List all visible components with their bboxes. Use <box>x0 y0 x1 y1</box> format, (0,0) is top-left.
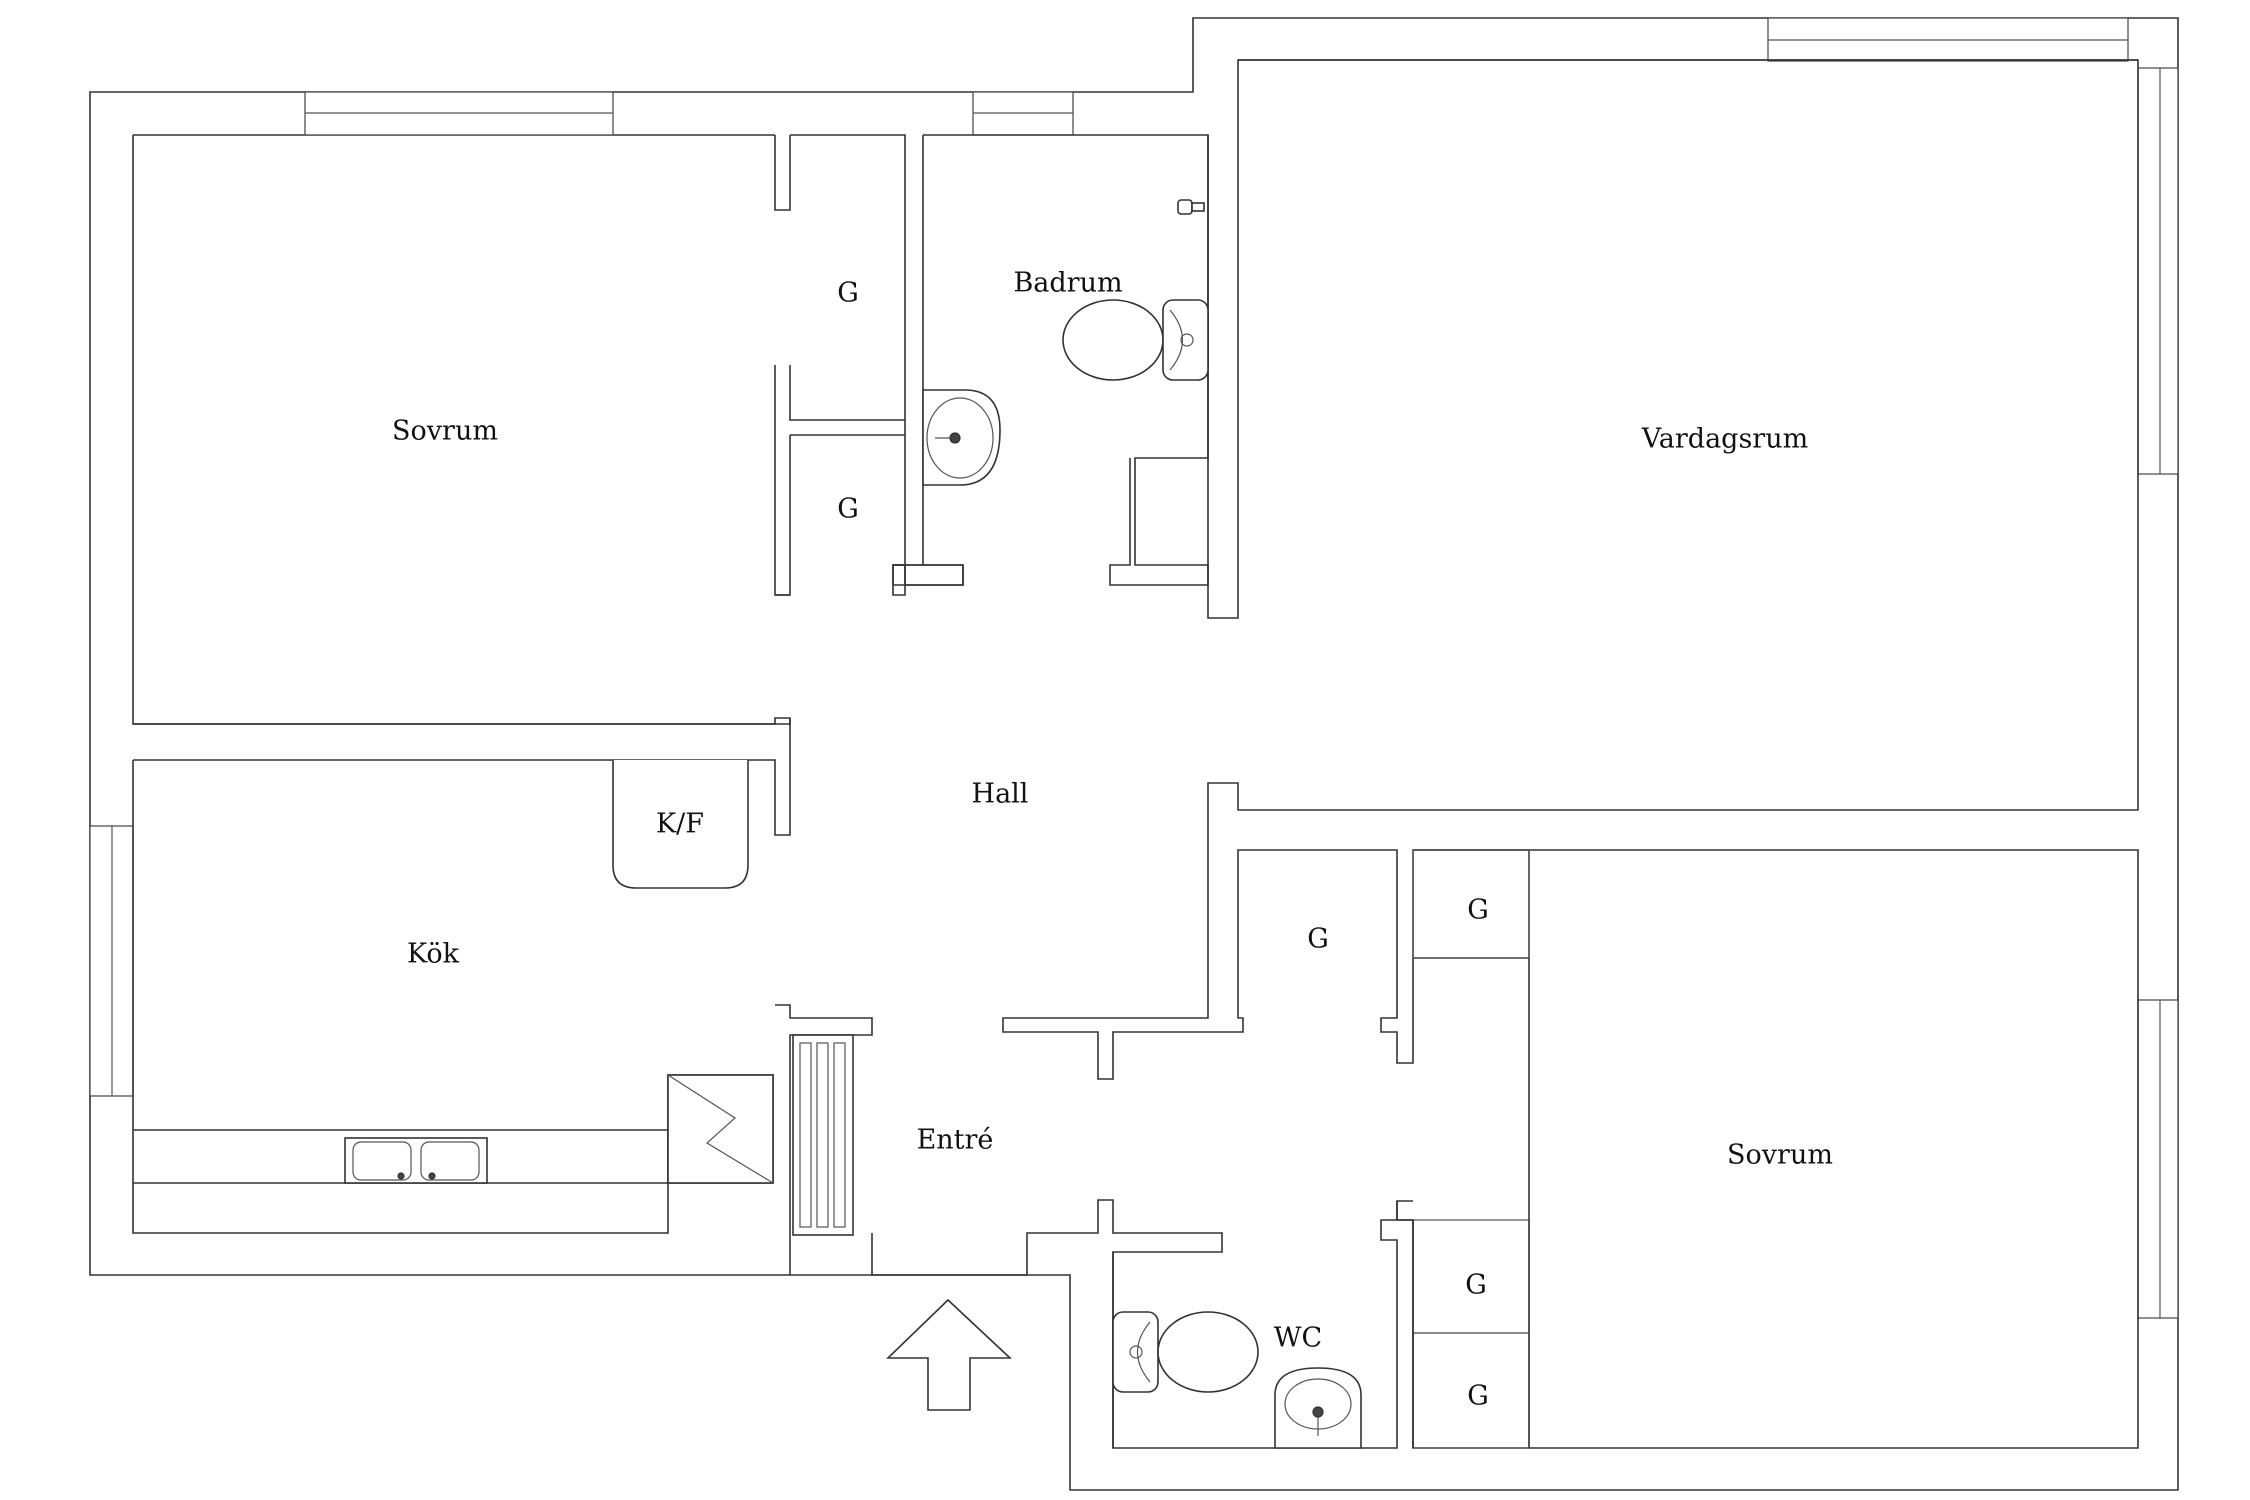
fridge-freezer-cabinet <box>612 760 749 889</box>
living-room-walls <box>1002 59 2139 1080</box>
bathroom-toilet-icon <box>1062 299 1209 381</box>
label-closet-g4: G <box>1467 895 1489 926</box>
label-closet-g3: G <box>1307 924 1329 955</box>
label-closet-g1: G <box>837 278 859 309</box>
label-entrance: Entré <box>917 1125 994 1156</box>
label-kitchen: Kök <box>407 939 460 970</box>
windows <box>89 17 2179 1319</box>
wc-sink-icon <box>1274 1367 1362 1449</box>
bathroom-sink-icon <box>922 389 1001 486</box>
bedroom-top-walls <box>133 135 791 836</box>
label-hall: Hall <box>972 779 1029 810</box>
label-bathroom: Badrum <box>1013 268 1122 299</box>
shower-fixture-icon <box>1177 199 1205 215</box>
label-closet-g5: G <box>1465 1270 1487 1301</box>
label-bedroom-bottom: Sovrum <box>1727 1140 1833 1171</box>
entrance-arrow-icon <box>886 1298 1013 1411</box>
closet-walls-top <box>774 134 964 596</box>
label-bedroom-top: Sovrum <box>392 416 498 447</box>
kitchen-sink-icon <box>344 1137 488 1184</box>
radiator-icon <box>792 1034 854 1236</box>
label-fridge-freezer: K/F <box>656 809 704 840</box>
appliance-box <box>667 1074 774 1184</box>
room-labels: Sovrum G G Badrum Vardagsrum Hall K/F Kö… <box>392 268 1833 1412</box>
label-closet-g2: G <box>837 494 859 525</box>
outer-walls <box>89 17 2179 1491</box>
label-living-room: Vardagsrum <box>1641 424 1808 455</box>
label-closet-g6: G <box>1467 1381 1489 1412</box>
window-bedroom-bottom <box>2137 999 2179 1319</box>
label-wc: WC <box>1274 1323 1322 1354</box>
window-living-right <box>2137 67 2179 475</box>
wc-toilet-icon <box>1112 1311 1259 1393</box>
